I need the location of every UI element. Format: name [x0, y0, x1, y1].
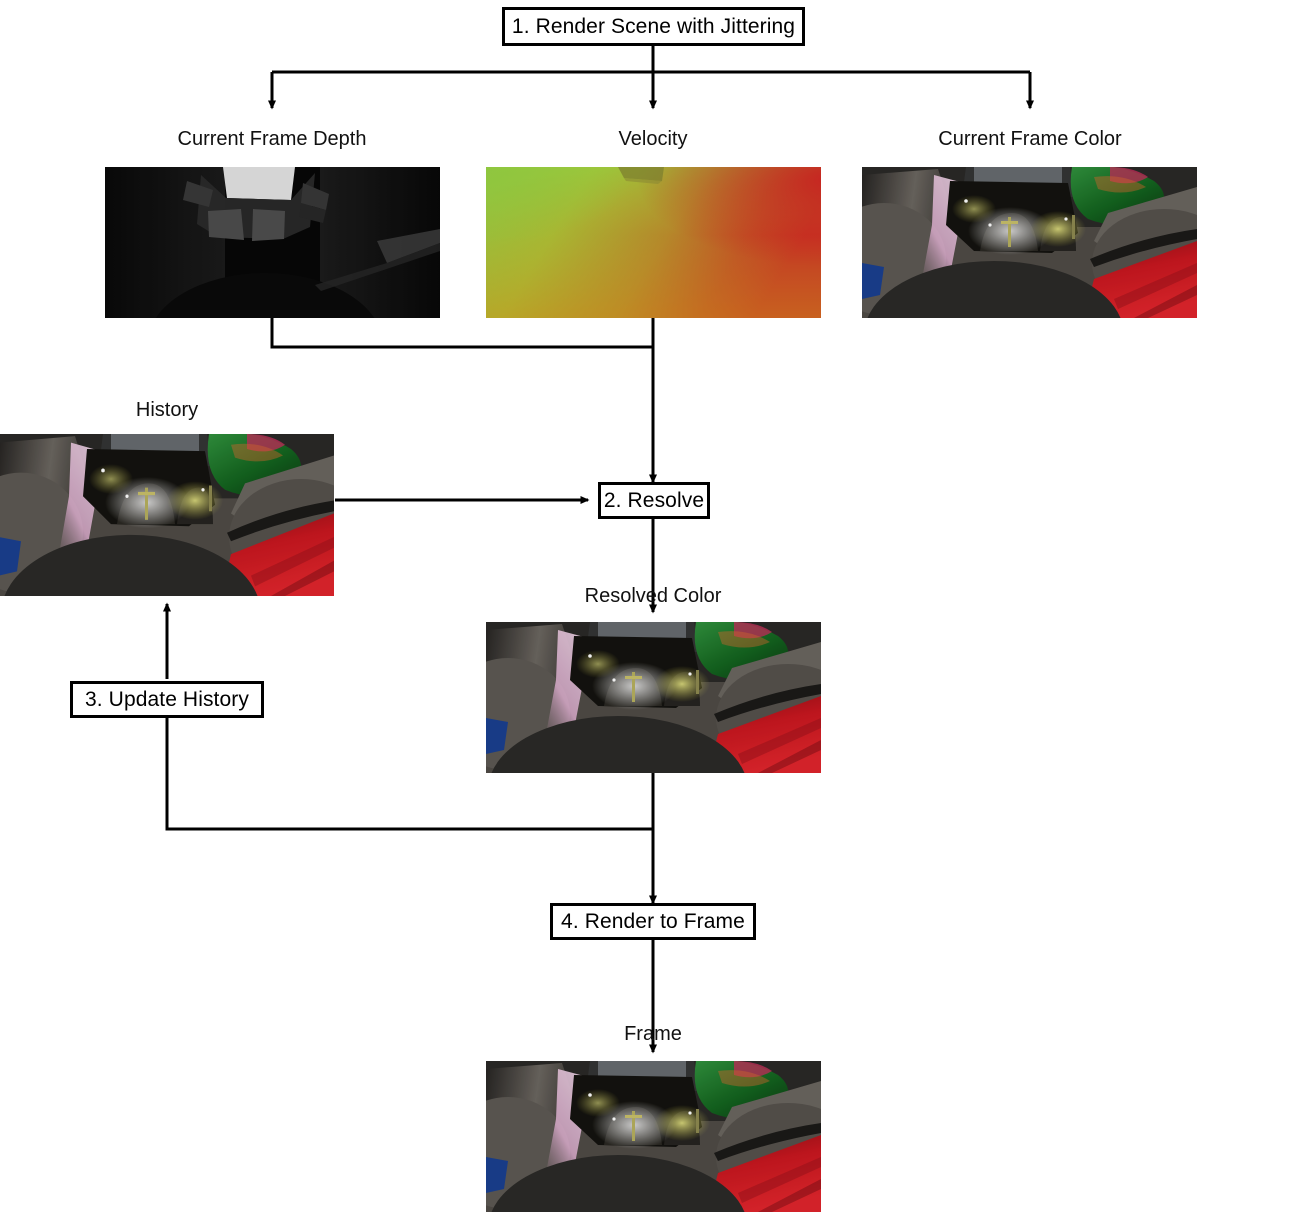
step-label: 1. Render Scene with Jittering — [511, 14, 796, 38]
step-box-resolve[interactable]: 2. Resolve — [598, 482, 710, 519]
caption-current-frame-color: Current Frame Color — [938, 128, 1122, 150]
thumbnail-history — [0, 434, 334, 596]
caption-history: History — [135, 399, 199, 421]
thumbnail-resolved-color — [486, 622, 821, 773]
step-box-render-scene[interactable]: 1. Render Scene with Jittering — [502, 7, 805, 46]
step-box-render-to-frame[interactable]: 4. Render to Frame — [550, 903, 756, 940]
caption-resolved-color: Resolved Color — [584, 585, 722, 607]
caption-frame: Frame — [624, 1023, 682, 1045]
step-box-update-history[interactable]: 3. Update History — [70, 681, 264, 718]
caption-velocity: Velocity — [618, 128, 688, 150]
step-label: 3. Update History — [85, 687, 249, 711]
thumbnail-velocity — [486, 167, 821, 318]
thumbnail-current-frame-depth — [105, 167, 440, 318]
caption-current-frame-depth: Current Frame Depth — [177, 128, 367, 150]
thumbnail-frame — [486, 1061, 821, 1212]
wire-depth-to-resolve — [270, 318, 653, 349]
thumbnail-current-frame-color — [862, 167, 1197, 318]
step-label: 4. Render to Frame — [561, 909, 745, 933]
step-label: 2. Resolve — [603, 488, 705, 512]
